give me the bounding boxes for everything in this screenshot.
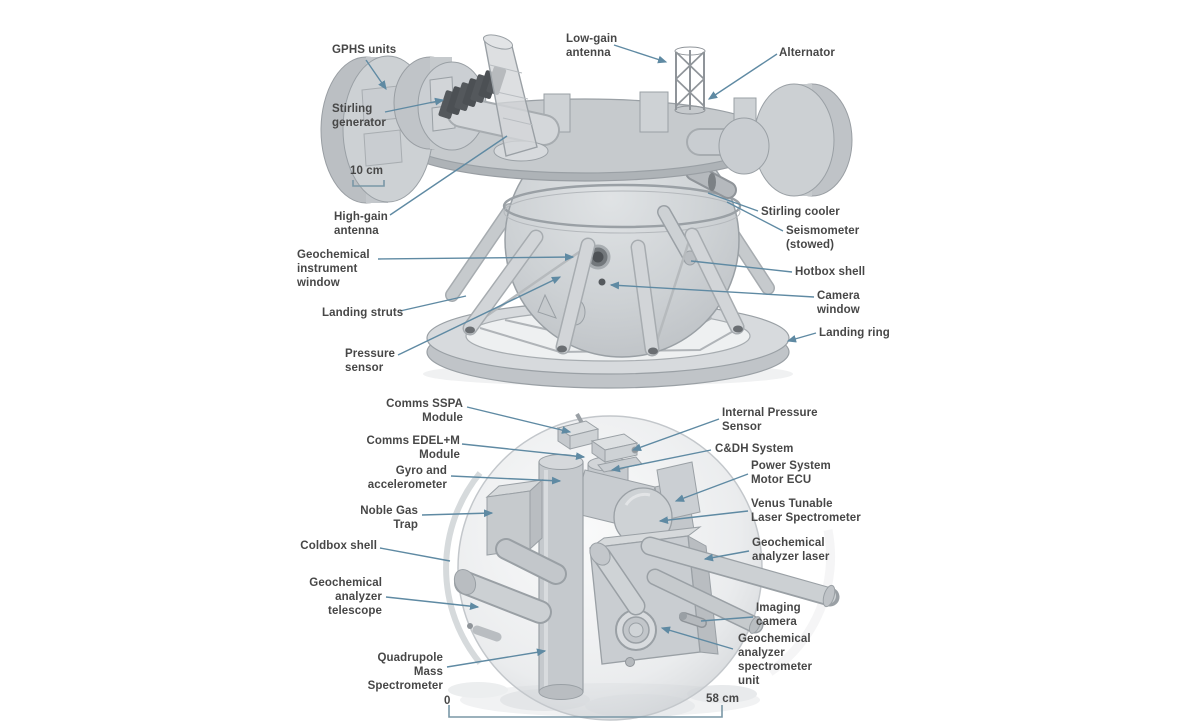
leader-ga-telescope — [385, 596, 480, 611]
low-gain-antenna-lattice — [674, 46, 706, 115]
leader-coldbox-shell — [379, 547, 451, 562]
leader-lines — [365, 44, 817, 668]
label-geochemical-analyzer-spectrometer-unit: Geochemical analyzer spectrometer unit — [738, 633, 813, 687]
imaging-camera-bolt — [679, 612, 707, 628]
leader-ga-spectrometer-unit — [660, 626, 734, 650]
lander-interior-illustration — [443, 413, 840, 721]
leader-comms-edel — [461, 443, 586, 461]
leader-cdh — [610, 449, 712, 473]
leader-stirling-cooler — [707, 192, 759, 212]
hotbox-sphere — [502, 122, 742, 358]
scale-label-0: 0 — [444, 695, 451, 707]
scale-bars — [352, 180, 723, 718]
label-cdh-system: C&DH System — [715, 443, 794, 455]
label-noble-gas-trap: Noble Gas Trap — [360, 505, 418, 531]
label-pressure-sensor: Pressure sensor — [345, 348, 396, 374]
label-camera-window: Camera window — [817, 290, 860, 316]
leader-gphs-units — [365, 59, 387, 91]
label-imaging-camera: Imaging camera — [756, 602, 801, 628]
leader-high-gain-antenna — [389, 135, 508, 216]
leader-seismometer — [726, 201, 784, 232]
leader-power-ecu — [674, 473, 749, 502]
leader-vtls — [658, 510, 749, 524]
scale-bracket-58cm — [448, 705, 723, 718]
label-gphs-units: GPHS units — [332, 44, 397, 56]
inlet-tube — [482, 34, 549, 162]
leader-ga-laser — [703, 550, 750, 562]
label-low-gain-antenna: Low-gain antenna — [566, 33, 618, 59]
stirling-cooler-shape — [685, 163, 737, 199]
leader-alternator — [707, 53, 778, 100]
leader-camera-window — [609, 281, 815, 298]
label-landing-struts: Landing struts — [322, 307, 404, 319]
leader-internal-pressure — [631, 418, 720, 451]
leader-low-gain-antenna — [613, 44, 668, 64]
label-geochemical-instrument-window: Geochemical instrument window — [297, 249, 370, 289]
alternator-radiator-assembly — [686, 83, 853, 197]
leader-noble-gas-trap — [421, 509, 494, 518]
leader-landing-struts — [399, 295, 467, 312]
label-stirling-generator: Stirling generator — [332, 103, 386, 129]
leader-imaging-camera — [700, 616, 754, 622]
label-geochemical-analyzer-laser: Geochemical analyzer laser — [752, 537, 830, 563]
right-tubes — [640, 536, 840, 634]
label-high-gain-antenna: High-gain antenna — [334, 211, 388, 237]
label-internal-pressure-sensor: Internal Pressure Sensor — [722, 407, 818, 433]
leader-qms — [446, 648, 547, 668]
label-landing-ring: Landing ring — [819, 327, 890, 339]
label-comms-edel-m-module: Comms EDEL+M Module — [366, 435, 460, 461]
label-quadrupole-mass-spectrometer: Quadrupole Mass Spectrometer — [367, 652, 443, 692]
vtls-arm — [572, 461, 701, 547]
shell-lip-arc — [443, 471, 483, 665]
label-venus-tunable-laser-spectrometer: Venus Tunable Laser Spectrometer — [751, 498, 861, 524]
leader-pressure-sensor — [397, 276, 562, 356]
scale-label-58cm: 58 cm — [706, 693, 740, 705]
leader-hotbox-shell — [690, 260, 793, 273]
leader-stirling-generator — [384, 97, 445, 113]
label-comms-sspa-module: Comms SSPA Module — [386, 398, 463, 424]
landing-struts-front — [462, 227, 745, 357]
label-coldbox-shell: Coldbox shell — [300, 540, 377, 552]
leader-gyro — [450, 475, 562, 485]
leader-landing-ring — [786, 332, 817, 343]
camera-window-shape — [598, 278, 606, 286]
leader-geochemical-window — [377, 253, 575, 262]
scale-bracket-10cm — [352, 180, 385, 187]
label-geochemical-analyzer-telescope: Geochemical analyzer telescope — [309, 577, 382, 617]
label-power-system-motor-ecu: Power System Motor ECU — [751, 460, 831, 486]
label-stirling-cooler: Stirling cooler — [761, 206, 840, 218]
noble-gas-trap-box — [485, 478, 544, 556]
label-hotbox-shell: Hotbox shell — [795, 266, 866, 278]
scale-label-10cm: 10 cm — [350, 165, 384, 177]
lander-exterior-illustration — [320, 34, 853, 389]
comms-cluster — [556, 413, 643, 473]
label-gyro-accelerometer: Gyro and accelerometer — [367, 465, 447, 491]
leader-comms-sspa — [466, 406, 572, 434]
label-alternator: Alternator — [779, 47, 835, 59]
left-tubes — [453, 538, 567, 642]
label-seismometer: Seismometer (stowed) — [786, 225, 860, 251]
